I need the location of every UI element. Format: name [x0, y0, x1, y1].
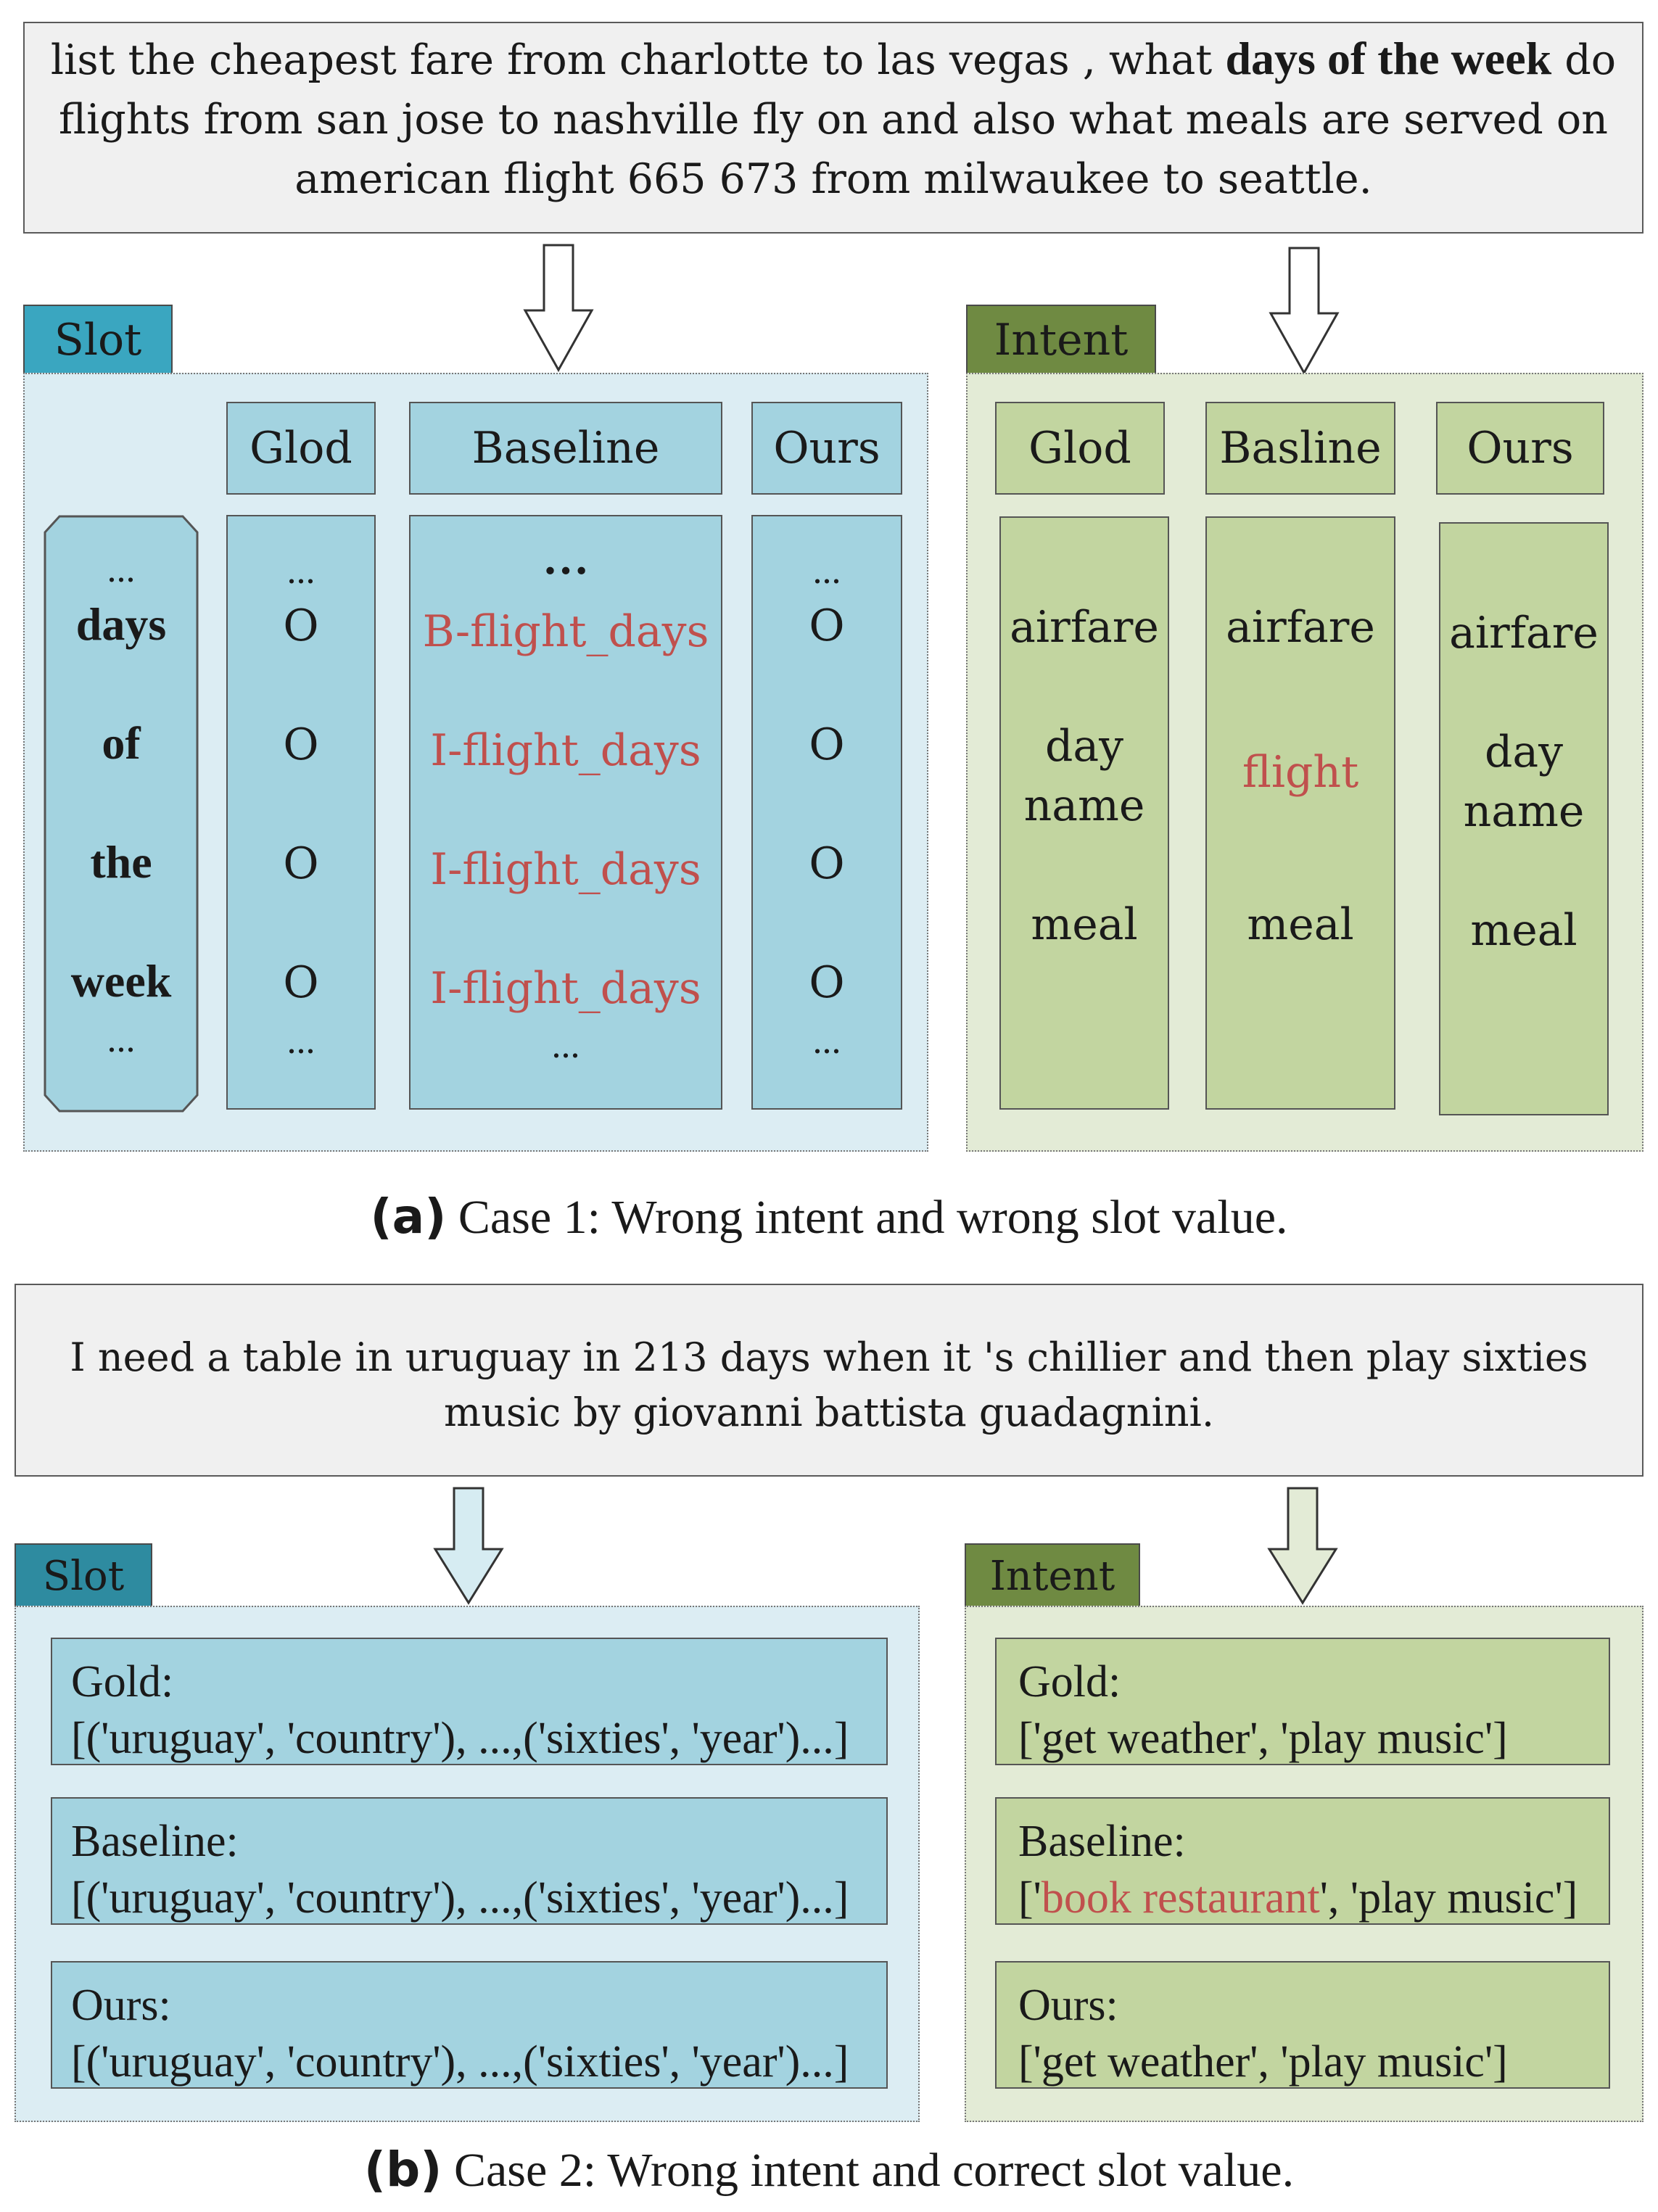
baseline-tag: I-flight_days — [430, 963, 701, 1014]
intent-box-label: Gold: — [1018, 1657, 1121, 1707]
case1-query-before: list the cheapest fare from charlotte to… — [50, 36, 1226, 84]
case1-query-box: list the cheapest fare from charlotte to… — [23, 22, 1643, 234]
slot-box-value: [('uruguay', 'country'), ...,('sixties',… — [71, 1714, 849, 1763]
case1-query-highlight: days of the week — [1225, 33, 1552, 84]
slot-box-gold: Gold: [('uruguay', 'country'), ...,('six… — [51, 1638, 888, 1765]
case2-caption-text: Case 2: Wrong intent and correct slot va… — [442, 2144, 1295, 2197]
slot-box-label: Gold: — [71, 1657, 174, 1707]
baseline-tag: B-flight_days — [422, 606, 709, 657]
case1-caption-text: Case 1: Wrong intent and wrong slot valu… — [446, 1191, 1288, 1244]
case2-caption: (b) Case 2: Wrong intent and correct slo… — [0, 2141, 1658, 2199]
case2-intent-tab: Intent — [965, 1543, 1140, 1607]
intent-header-ours: Ours — [1436, 402, 1604, 495]
ours-ellipsis-bottom: ... — [812, 1020, 841, 1062]
slot-box-value: [('uruguay', 'country'), ...,('sixties',… — [71, 2037, 849, 2087]
word-of: of — [102, 717, 141, 769]
baseline-tag: I-flight_days — [430, 844, 701, 895]
case2-query-text: I need a table in uruguay in 213 days wh… — [70, 1334, 1588, 1435]
intent-box-value: ['get weather', 'play music'] — [1018, 1714, 1508, 1763]
gold-ellipsis-bottom: ... — [286, 1020, 315, 1062]
slot-box-label: Baseline: — [71, 1817, 239, 1866]
intent-down-arrow — [1269, 247, 1340, 376]
intent-value-suffix: ', 'play music'] — [1319, 1873, 1578, 1923]
case1-caption-label: (a) — [370, 1189, 447, 1245]
baseline-tag: I-flight_days — [430, 725, 701, 776]
baseline-tags-column: … B-flight_days I-flight_days I-flight_d… — [409, 515, 722, 1110]
case1-intent-tab: Intent — [966, 305, 1156, 374]
ours-ellipsis-top: ... — [812, 550, 841, 592]
words-ellipsis-top: ... — [107, 549, 136, 590]
gold-tag: O — [283, 957, 319, 1008]
slot-header-gold: Glod — [226, 402, 376, 495]
gold-tag: O — [283, 838, 319, 889]
intent-box-gold: Gold: ['get weather', 'play music'] — [995, 1638, 1610, 1765]
ours-intent: name — [1463, 786, 1585, 837]
slot-box-baseline: Baseline: [('uruguay', 'country'), ...,(… — [51, 1797, 888, 1925]
case2-query-box: I need a table in uruguay in 213 days wh… — [15, 1284, 1643, 1477]
slot-box-ours: Ours: [('uruguay', 'country'), ...,('six… — [51, 1961, 888, 2089]
case1-slot-tab: Slot — [23, 305, 173, 374]
ours-tags-column: ... O O O O ... — [751, 515, 902, 1110]
case1-query-after: do flights from san jose to nashville fl… — [59, 36, 1617, 203]
ours-intent: airfare — [1449, 608, 1599, 659]
intent-value-prefix: [' — [1018, 1873, 1042, 1923]
ours-tag: O — [809, 957, 845, 1008]
gold-ellipsis-top: ... — [286, 550, 315, 592]
word-week: week — [70, 955, 172, 1007]
intent-box-label: Ours: — [1018, 1981, 1118, 2030]
gold-tag: O — [283, 601, 319, 651]
case2-slot-tab: Slot — [15, 1543, 152, 1607]
gold-tag: O — [283, 719, 319, 770]
baseline-intent: airfare — [1226, 602, 1375, 653]
case1-caption: (a) Case 1: Wrong intent and wrong slot … — [0, 1188, 1658, 1246]
slot-box-value: [('uruguay', 'country'), ...,('sixties',… — [71, 1873, 849, 1923]
ours-tag: O — [809, 838, 845, 889]
gold-tags-column: ... O O O O ... — [226, 515, 376, 1110]
intent-box-value: ['get weather', 'play music'] — [1018, 2037, 1508, 2087]
baseline-intent-wrong: flight — [1242, 747, 1359, 798]
gold-intents-column: airfare day name meal — [999, 516, 1169, 1110]
case2-caption-label: (b) — [363, 2142, 442, 2197]
gold-intent: day — [1044, 721, 1124, 772]
intent-header-gold: Glod — [995, 402, 1165, 495]
intent-value-wrong: book restaurant — [1041, 1873, 1320, 1923]
intent-box-baseline: Baseline: ['book restaurant', 'play musi… — [995, 1797, 1610, 1925]
word-the: the — [90, 836, 152, 888]
slot-header-ours: Ours — [751, 402, 902, 495]
slot-down-arrow — [523, 244, 594, 373]
intent-box-value: ['book restaurant', 'play music'] — [1018, 1870, 1609, 1926]
ours-intent: meal — [1470, 905, 1577, 956]
gold-intent: meal — [1031, 899, 1138, 950]
gold-intent: airfare — [1010, 602, 1159, 653]
baseline-intents-column: airfare flight meal — [1205, 516, 1395, 1110]
intent-header-baseline: Basline — [1205, 402, 1395, 495]
words-column: ... days of the week ... — [44, 515, 199, 1113]
ours-intents-column: airfare day name meal — [1439, 522, 1609, 1115]
baseline-ellipsis-top: … — [543, 532, 589, 584]
ours-tag: O — [809, 719, 845, 770]
slot-header-baseline: Baseline — [409, 402, 722, 495]
baseline-ellipsis-bottom: ... — [551, 1025, 580, 1066]
ours-tag: O — [809, 601, 845, 651]
words-ellipsis-bottom: ... — [107, 1019, 136, 1060]
slot-box-label: Ours: — [71, 1981, 171, 2030]
word-days: days — [75, 598, 167, 650]
ours-intent: day — [1484, 727, 1564, 777]
intent-box-label: Baseline: — [1018, 1817, 1186, 1866]
intent-box-ours: Ours: ['get weather', 'play music'] — [995, 1961, 1610, 2089]
intent-down-arrow — [1267, 1487, 1338, 1605]
baseline-intent: meal — [1247, 899, 1354, 950]
gold-intent: name — [1023, 780, 1145, 831]
words-column-shape — [44, 515, 199, 1113]
slot-down-arrow — [433, 1487, 504, 1605]
